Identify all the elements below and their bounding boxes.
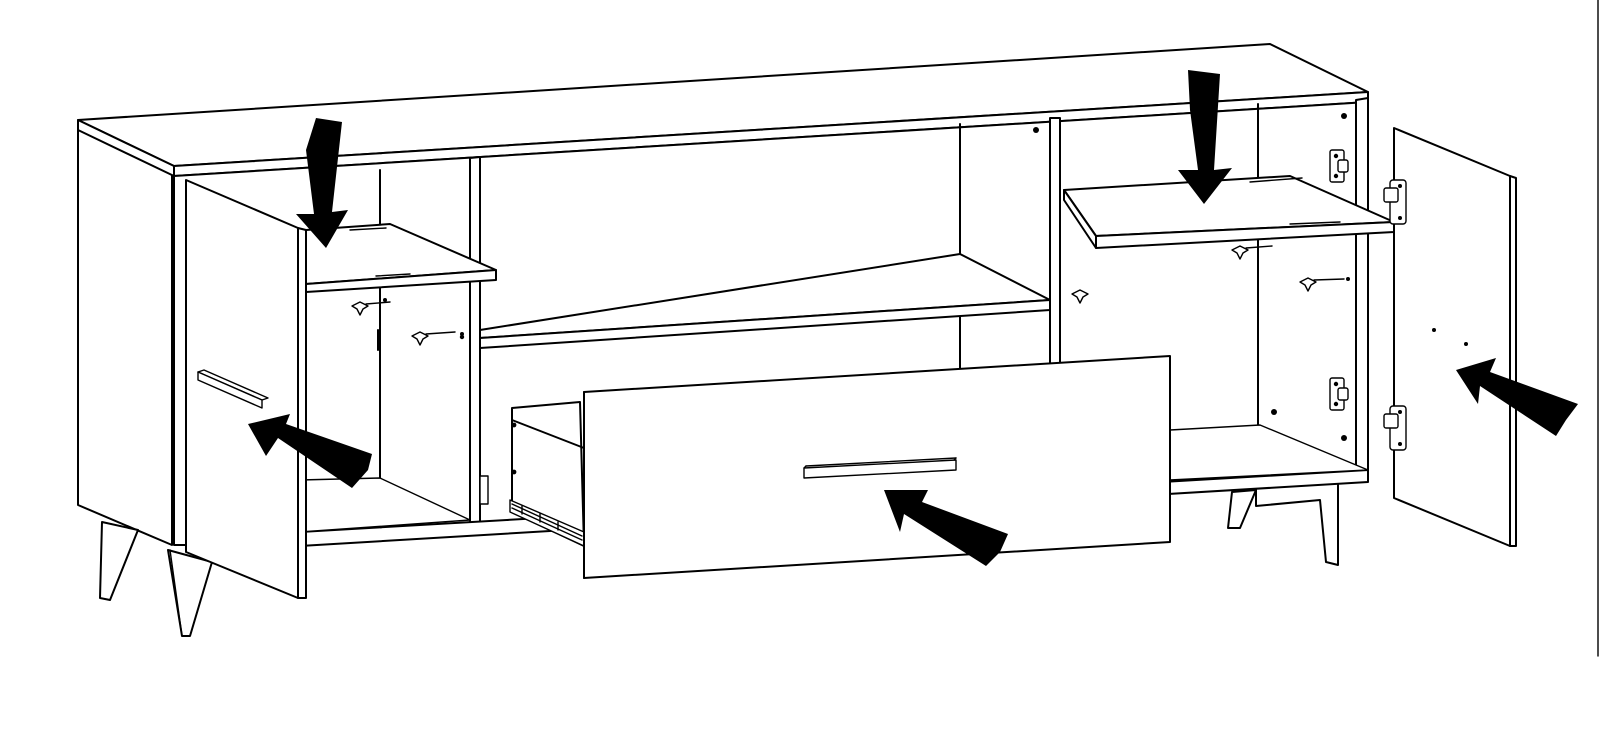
arrow-right-shelf	[1178, 70, 1232, 204]
left-shelf-supports	[351, 301, 464, 346]
pointer-arrow-icon	[248, 414, 372, 488]
right-shelf	[1063, 175, 1395, 249]
right-leg	[1227, 479, 1339, 566]
arrow-drawer-front	[884, 490, 1008, 566]
right-shelf-supports	[1071, 245, 1350, 304]
arrow-left-door	[248, 414, 372, 488]
left-hinge-marks	[377, 329, 489, 505]
pointer-arrow-icon	[884, 490, 1008, 566]
left-side-panel	[77, 127, 173, 546]
door-hinges	[1383, 179, 1407, 451]
left-door	[185, 179, 307, 599]
arrow-right-door	[1456, 358, 1578, 436]
right-door	[1383, 127, 1517, 547]
left-divider	[469, 156, 481, 528]
left-leg	[99, 521, 213, 637]
body-hinges	[1329, 149, 1349, 411]
drawer-handle	[803, 457, 957, 479]
left-door-handle	[197, 369, 269, 409]
pointer-arrow-icon	[1456, 358, 1578, 436]
right-divider	[1049, 117, 1061, 373]
down-arrow-icon	[1178, 70, 1232, 204]
drawer	[509, 355, 1171, 579]
arrow-left-shelf	[296, 118, 348, 248]
down-arrow-icon	[296, 118, 348, 248]
